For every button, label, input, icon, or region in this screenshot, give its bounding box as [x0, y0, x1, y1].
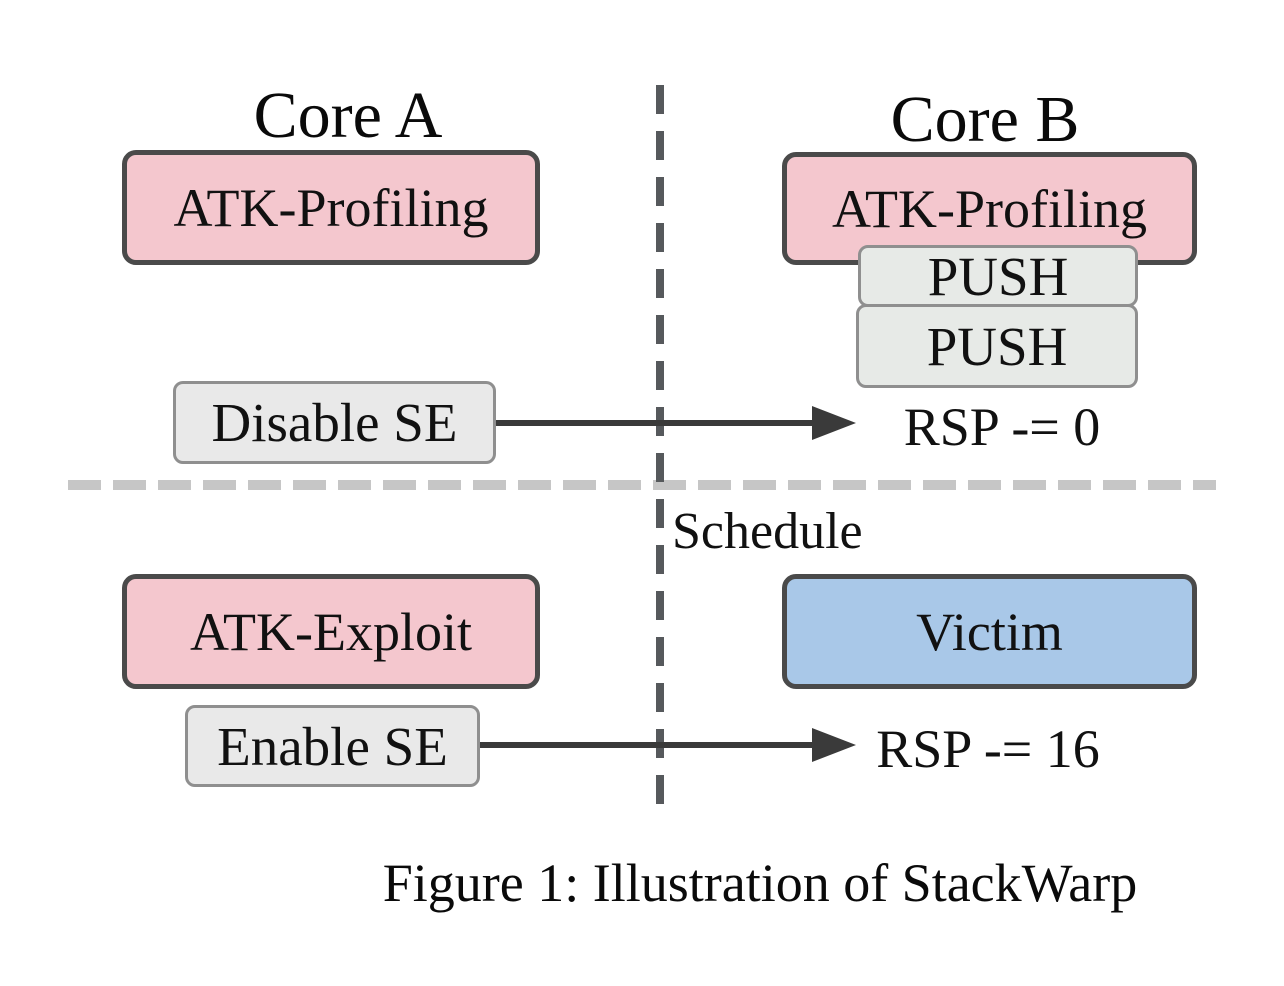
- victim-label: Victim: [916, 601, 1063, 662]
- schedule-label: Schedule: [672, 503, 863, 560]
- atk-profiling-box-core-a: ATK-Profiling: [122, 150, 540, 265]
- victim-box: Victim: [782, 574, 1197, 689]
- atk-exploit-box: ATK-Exploit: [122, 574, 540, 689]
- rsp-16-label: RSP -= 16: [876, 719, 1100, 779]
- core-divider-dashed-line: [656, 85, 664, 817]
- disable-se-box: Disable SE: [173, 381, 496, 464]
- rsp-0-label: RSP -= 0: [903, 397, 1101, 457]
- atk-profiling-core-a-label: ATK-Profiling: [173, 177, 489, 238]
- core-b-title: Core B: [890, 83, 1080, 156]
- push-1-label: PUSH: [927, 245, 1069, 307]
- core-a-title: Core A: [253, 79, 443, 152]
- atk-profiling-core-b-label: ATK-Profiling: [832, 178, 1147, 239]
- push-box-2: PUSH: [856, 304, 1138, 388]
- push-box-1: PUSH: [858, 245, 1138, 307]
- atk-exploit-label: ATK-Exploit: [190, 601, 472, 662]
- disable-se-label: Disable SE: [211, 392, 458, 453]
- disable-se-arrow-line: [496, 420, 814, 426]
- disable-se-arrow-head: [812, 406, 856, 440]
- enable-se-label: Enable SE: [217, 715, 448, 777]
- push-2-label: PUSH: [926, 315, 1068, 377]
- schedule-divider-dashed-line: [68, 480, 1216, 490]
- figure-caption: Figure 1: Illustration of StackWarp: [382, 853, 1138, 913]
- enable-se-box: Enable SE: [185, 705, 480, 787]
- enable-se-arrow-head: [812, 728, 856, 762]
- enable-se-arrow-line: [480, 742, 814, 748]
